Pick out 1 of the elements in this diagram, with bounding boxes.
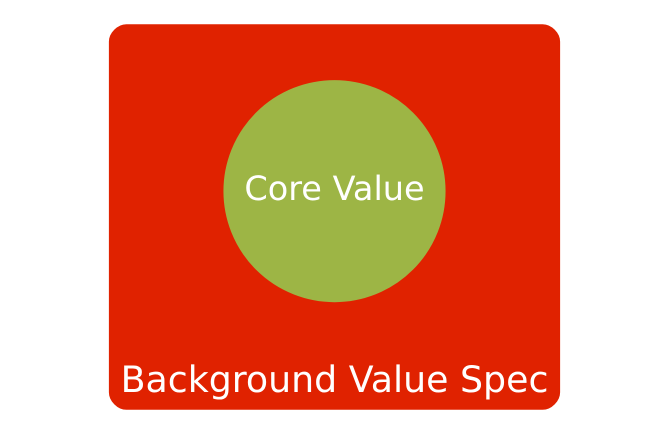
node-circle: Core Value	[223, 80, 446, 302]
